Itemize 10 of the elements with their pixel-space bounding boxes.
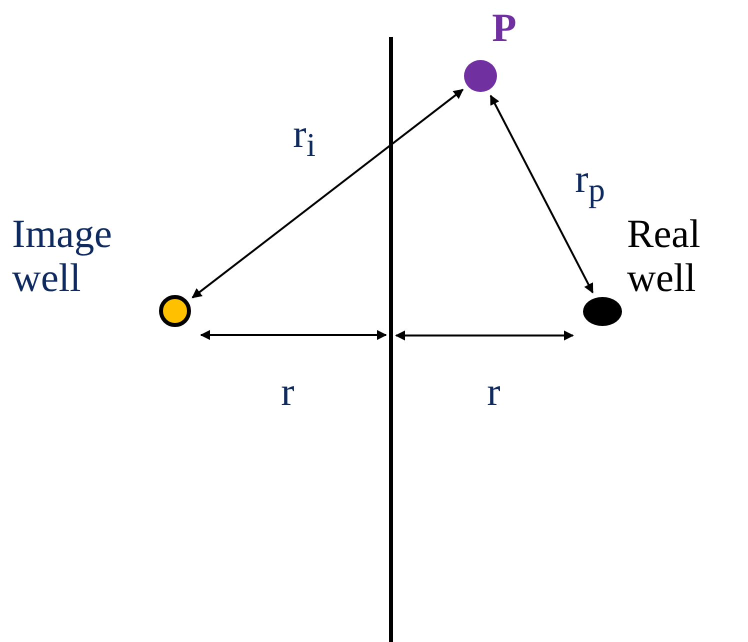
double-arrow bbox=[192, 88, 464, 298]
well-label: Real well bbox=[627, 212, 702, 300]
real-well-dot bbox=[583, 297, 622, 326]
well-label: Image well bbox=[12, 212, 113, 300]
double-arrow bbox=[200, 330, 387, 340]
image-well-dot bbox=[159, 295, 191, 327]
point-label: P bbox=[492, 6, 518, 50]
double-arrow bbox=[490, 94, 594, 294]
double-arrow bbox=[395, 330, 574, 340]
point-marker bbox=[464, 60, 497, 92]
